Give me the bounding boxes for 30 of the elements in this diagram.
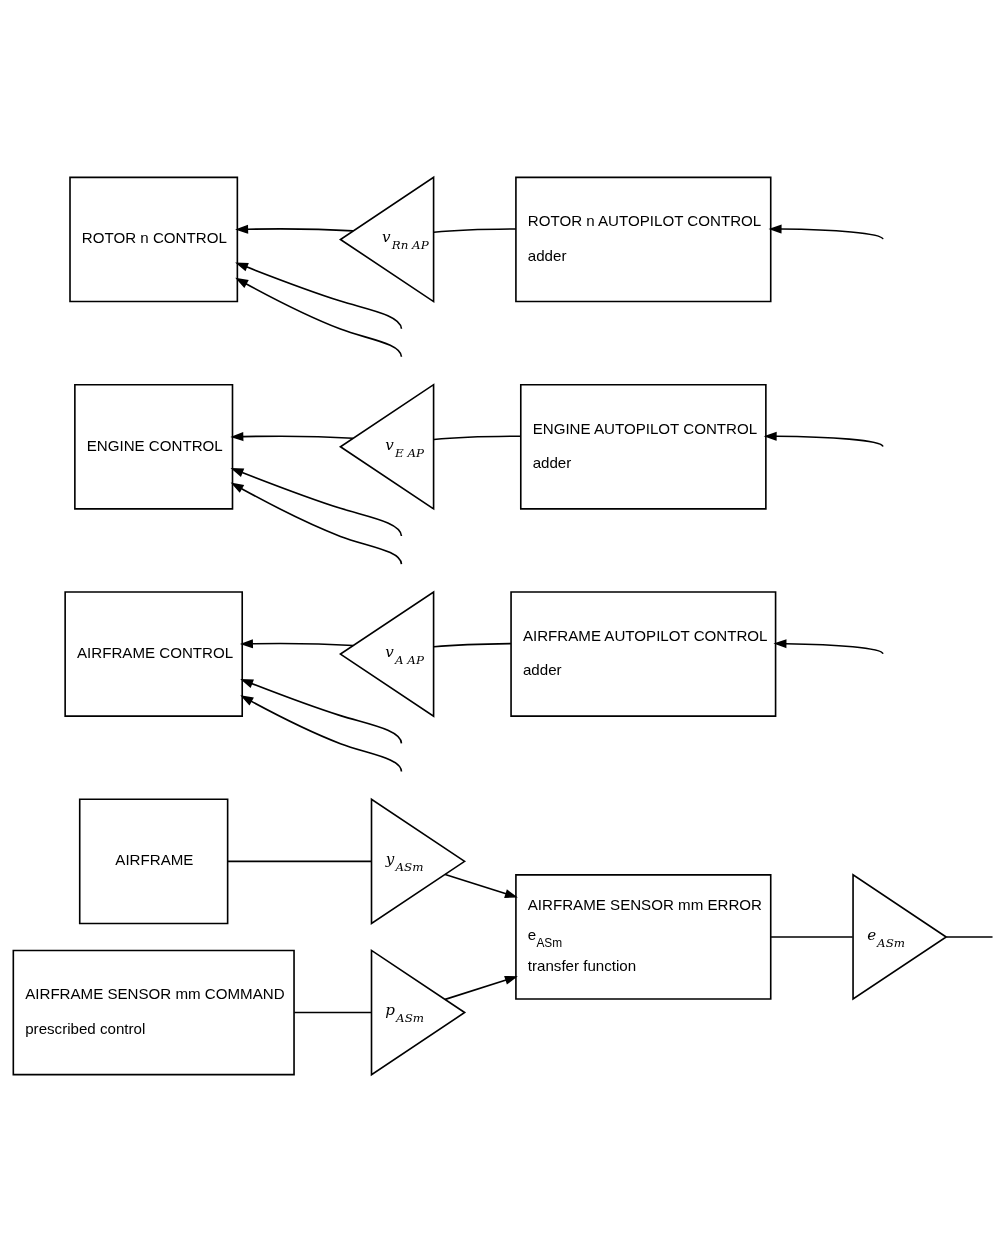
node-box: ENGINE AUTOPILOT CONTROL adder (519, 383, 767, 510)
node-box: AIRFRAME CONTROL (63, 590, 243, 717)
connector (226, 860, 372, 862)
connector (432, 642, 512, 648)
node-box: ROTOR n CONTROL (68, 176, 238, 302)
arrow (230, 482, 402, 565)
arrow (443, 975, 518, 1000)
connector (293, 1011, 372, 1013)
node-box: AIRFRAME (78, 798, 228, 924)
node-box: AIRFRAME SENSOR mm ERROR e$_{ASm}$ transfer function (514, 873, 772, 1000)
node-box: ROTOR n AUTOPILOT CONTROL adder (514, 176, 772, 302)
arrow (234, 224, 354, 234)
arrow (230, 467, 402, 537)
arrow (239, 638, 354, 648)
arrow (239, 694, 402, 772)
node-box: AIRFRAME AUTOPILOT CONTROL adder (509, 590, 776, 717)
arrow (229, 431, 354, 441)
arrow (443, 873, 518, 898)
connector (432, 434, 521, 440)
connector (432, 227, 517, 233)
node-box: AIRFRAME SENSOR mm COMMAND prescribed control (12, 949, 295, 1075)
arrow (234, 261, 402, 330)
arrow (234, 277, 402, 358)
arrow (763, 431, 884, 447)
node-box: ENGINE CONTROL (73, 383, 233, 510)
connector (769, 935, 854, 938)
arrow (768, 224, 884, 240)
connector (945, 935, 993, 938)
arrow (772, 638, 884, 655)
arrow (239, 678, 402, 744)
